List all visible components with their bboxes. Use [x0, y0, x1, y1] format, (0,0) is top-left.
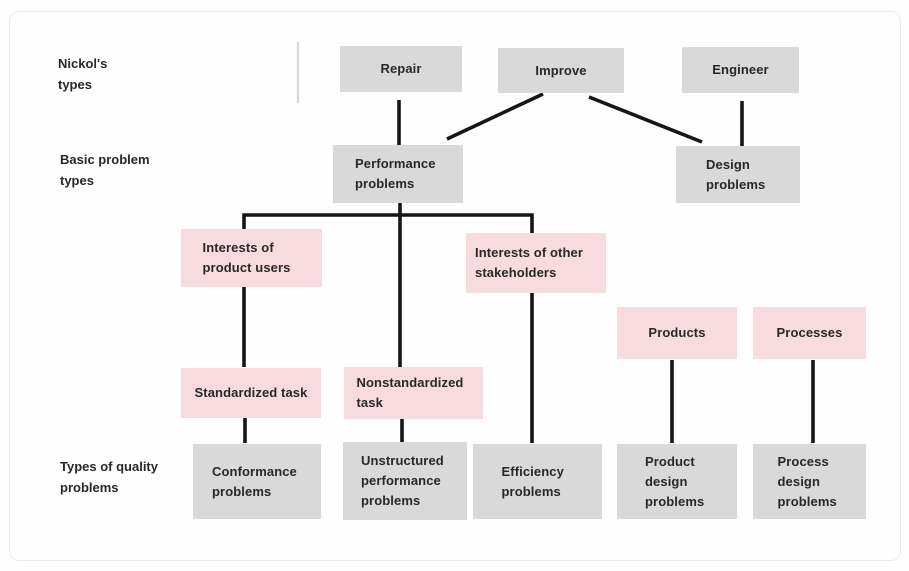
node-nonstandardized-task: Nonstandardized task	[344, 367, 483, 419]
node-conformance-problems-label: Conformance problems	[212, 463, 297, 499]
node-design-problems: Design problems	[676, 146, 800, 203]
node-improve-label: Improve	[535, 62, 587, 78]
node-products: Products	[617, 307, 737, 359]
node-interests-of-other-stakeholders: Interests of other stakeholders	[466, 233, 606, 293]
node-processes: Processes	[753, 307, 866, 359]
node-repair: Repair	[340, 46, 462, 92]
node-improve: Improve	[498, 48, 624, 93]
label-section-divider	[297, 42, 299, 103]
node-engineer-label: Engineer	[712, 62, 769, 77]
node-performance-problems: Performance problems	[333, 145, 463, 203]
node-interests-of-product-users-label: Interests of product users	[202, 240, 291, 275]
row-label-basic-problem-types: Basic problem types	[60, 152, 150, 188]
node-products-label: Products	[648, 325, 706, 340]
row-label-nickols-types: Nickol's types	[58, 56, 108, 92]
node-interests-of-other-stakeholders-label: Interests of other stakeholders	[475, 245, 583, 280]
node-processes-label: Processes	[776, 325, 843, 340]
node-interests-of-product-users: Interests of product users	[181, 229, 322, 287]
node-unstructured-performance-problems-label: Unstructured performance problems	[361, 453, 444, 508]
node-performance-problems-label: Performance problems	[355, 156, 436, 191]
edge-improve-performance	[446, 92, 544, 141]
node-conformance-problems: Conformance problems	[193, 444, 321, 519]
node-standardized-task: Standardized task	[181, 368, 321, 418]
edge-performance-branch-bar	[242, 213, 534, 233]
node-engineer: Engineer	[682, 47, 799, 93]
node-unstructured-performance-problems: Unstructured performance problems	[343, 442, 467, 520]
node-efficiency-problems: Efficiency problems	[473, 444, 602, 519]
node-repair-label: Repair	[380, 61, 422, 76]
node-product-design-problems: Product design problems	[617, 444, 737, 519]
node-nonstandardized-task-label: Nonstandardized task	[356, 375, 464, 410]
row-label-types-of-quality-problems: Types of quality problems	[60, 459, 158, 495]
node-design-problems-label: Design problems	[706, 156, 766, 192]
node-standardized-task-label: Standardized task	[194, 385, 308, 400]
node-efficiency-problems-label: Efficiency problems	[501, 463, 564, 499]
edge-improve-design	[588, 95, 703, 144]
node-product-design-problems-label: Product design problems	[645, 453, 705, 509]
node-process-design-problems-label: Process design problems	[777, 453, 837, 509]
node-process-design-problems: Process design problems	[753, 444, 866, 519]
